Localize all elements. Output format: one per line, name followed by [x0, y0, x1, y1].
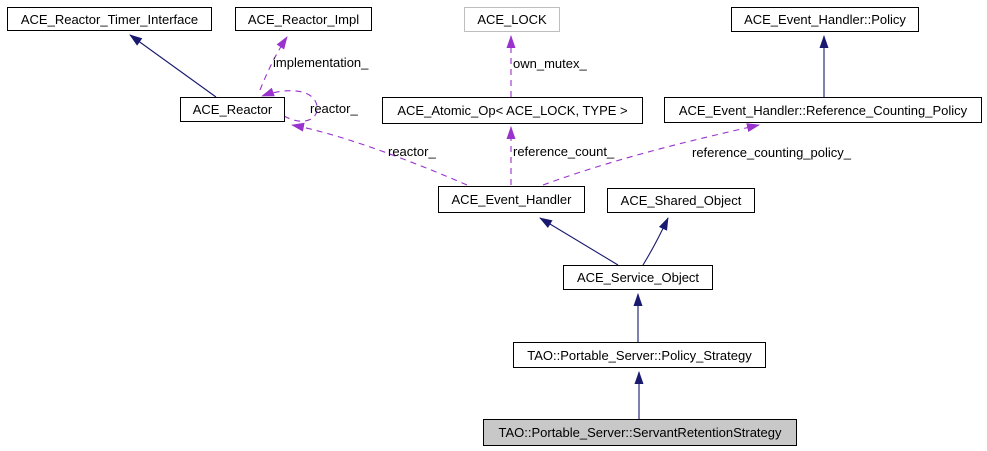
node-label: ACE_Service_Object — [576, 270, 700, 285]
node-label: TAO::Portable_Server::ServantRetentionSt… — [498, 425, 782, 440]
node-label: ACE_Reactor_Impl — [247, 11, 360, 27]
edge-usage-reference-counting-policy — [542, 123, 760, 186]
node-tao-servant-retention-strategy: TAO::Portable_Server::ServantRetentionSt… — [483, 419, 797, 446]
node-label: ACE_Atomic_Op< ACE_LOCK, TYPE > — [397, 103, 628, 118]
edge-label-own-mutex: own_mutex_ — [513, 56, 587, 71]
node-ace-reactor-impl[interactable]: ACE_Reactor_Impl — [235, 7, 372, 31]
node-label: ACE_LOCK — [477, 12, 547, 27]
node-label: ACE_Reactor_Timer_Interface — [20, 11, 199, 27]
node-ace-service-object[interactable]: ACE_Service_Object — [563, 265, 713, 290]
node-label: ACE_Event_Handler::Reference_Counting_Po… — [678, 102, 968, 118]
node-ace-reactor[interactable]: ACE_Reactor — [180, 97, 285, 122]
edge-label-reactor: reactor_ — [388, 144, 436, 159]
node-ace-reactor-timer-interface[interactable]: ACE_Reactor_Timer_Interface — [7, 7, 212, 31]
edge-usage-reactor — [291, 122, 468, 186]
node-label: ACE_Shared_Object — [620, 193, 742, 208]
node-label: ACE_Event_Handler — [451, 192, 572, 207]
edge-inherit-reactor-to-timer-interface — [129, 34, 217, 98]
node-ace-event-handler[interactable]: ACE_Event_Handler — [438, 186, 585, 213]
edge-inherit-serviceobject-to-eventhandler — [539, 217, 619, 266]
node-tao-policy-strategy[interactable]: TAO::Portable_Server::Policy_Strategy — [513, 342, 766, 368]
edge-label-reactor-self: reactor_ — [310, 101, 358, 116]
edge-label-implementation: implementation_ — [273, 55, 369, 70]
edge-inherit-serviceobject-to-sharedobject — [642, 217, 669, 266]
edge-label-reference-count: reference_count_ — [513, 144, 615, 159]
node-label: ACE_Reactor — [192, 102, 273, 117]
node-ace-lock: ACE_LOCK — [464, 7, 560, 32]
node-label: TAO::Portable_Server::Policy_Strategy — [527, 347, 752, 363]
node-label: ACE_Event_Handler::Policy — [744, 12, 906, 27]
node-ace-atomic-op[interactable]: ACE_Atomic_Op< ACE_LOCK, TYPE > — [382, 97, 643, 124]
edge-usage-implementation — [259, 36, 288, 91]
node-ace-shared-object[interactable]: ACE_Shared_Object — [607, 188, 755, 213]
edge-label-reference-counting-policy: reference_counting_policy_ — [692, 145, 851, 160]
node-ace-event-handler-reference-counting-policy[interactable]: ACE_Event_Handler::Reference_Counting_Po… — [664, 97, 982, 123]
node-ace-event-handler-policy[interactable]: ACE_Event_Handler::Policy — [731, 7, 919, 32]
